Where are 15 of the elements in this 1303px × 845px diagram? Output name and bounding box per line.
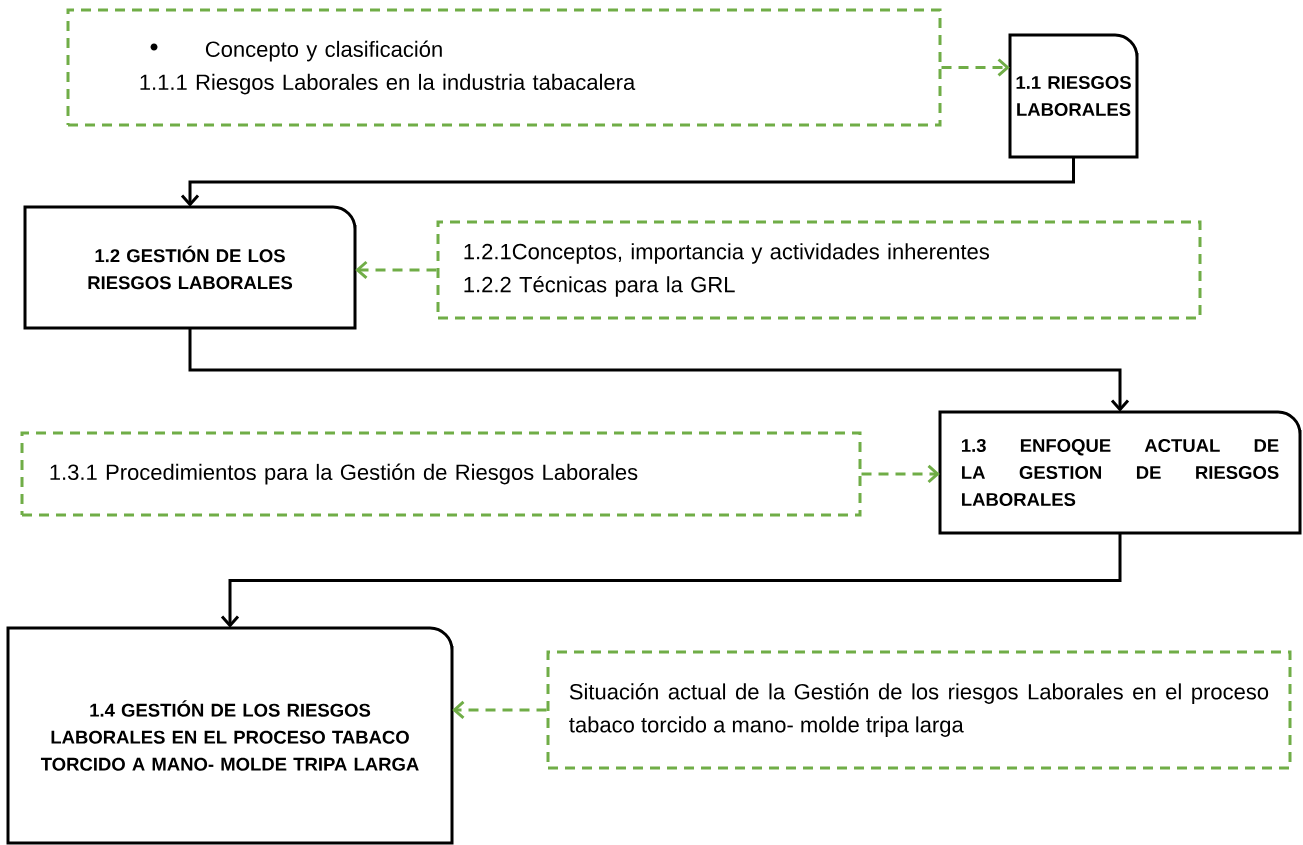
subtopic-box: 1.2.1Conceptos, importancia y actividades inherentes 1.2.2 Técnicas para la GRL [436,220,1202,320]
subtopic-box: Situación actual de la Gestión de los riesgos Laborales en el proceso tabaco torcido a mano- molde tripa larga [546,650,1292,770]
topic-box: 1.3 ENFOQUE ACTUAL DE LA GESTION DE RIESGOS LABORALES [938,410,1302,535]
subtopic-box: 1.3.1 Procedimientos para la Gestión de Riesgos Laborales [20,431,862,517]
arrow [861,464,940,484]
topic-box: 1.2 GESTIÓN DE LOS RIESGOS LABORALES [23,205,357,330]
arrow [355,260,437,280]
arrow [452,700,547,720]
topic-box: 1.1 RIESGOS LABORALES [1008,33,1139,159]
arrow [188,328,1130,412]
arrow [941,58,1010,77]
arrow [180,157,1075,207]
subtopic-box: Concepto y clasificación 1.1.1 Riesgos Laborales en la industria tabacalera [66,8,942,127]
arrow [220,533,1122,628]
topic-box: 1.4 GESTIÓN DE LOS RIESGOS LABORALES EN EL PROCESO TABACO TORCIDO A MANO- MOLDE TRIPA LARGA [6,626,454,845]
